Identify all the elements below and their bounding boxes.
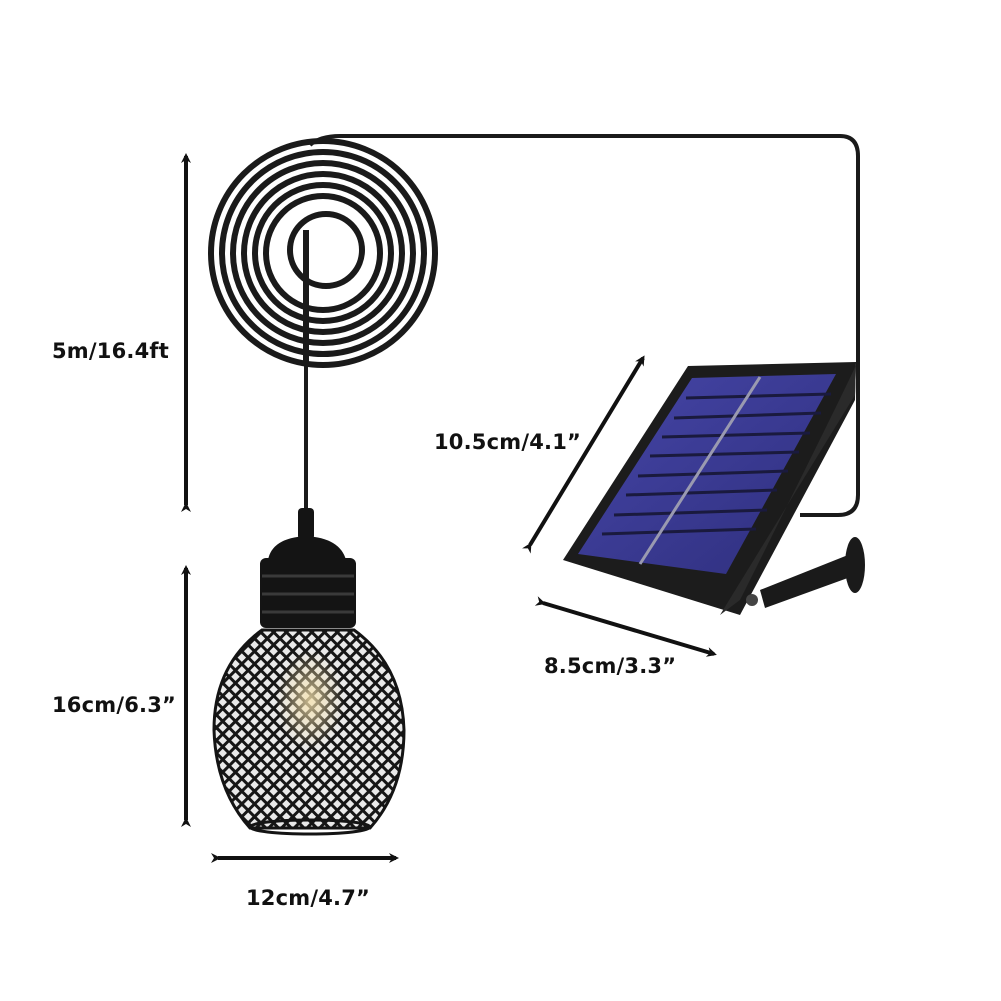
coiled-cable (208, 138, 438, 368)
panel-width-arrow (534, 596, 717, 657)
solar-panel (563, 362, 865, 615)
pendant-lamp (212, 508, 406, 836)
panel-height-label: 10.5cm/4.1” (434, 430, 582, 454)
panel-width-label: 8.5cm/3.3” (544, 654, 677, 678)
lamp-height-label: 16cm/6.3” (52, 693, 177, 717)
lamp-width-label: 12cm/4.7” (246, 886, 371, 910)
cable-length-label: 5m/16.4ft (52, 339, 169, 363)
dimension-arrows (181, 153, 717, 863)
cable-to-panel (308, 134, 860, 517)
panel-height-arrow (522, 355, 645, 554)
